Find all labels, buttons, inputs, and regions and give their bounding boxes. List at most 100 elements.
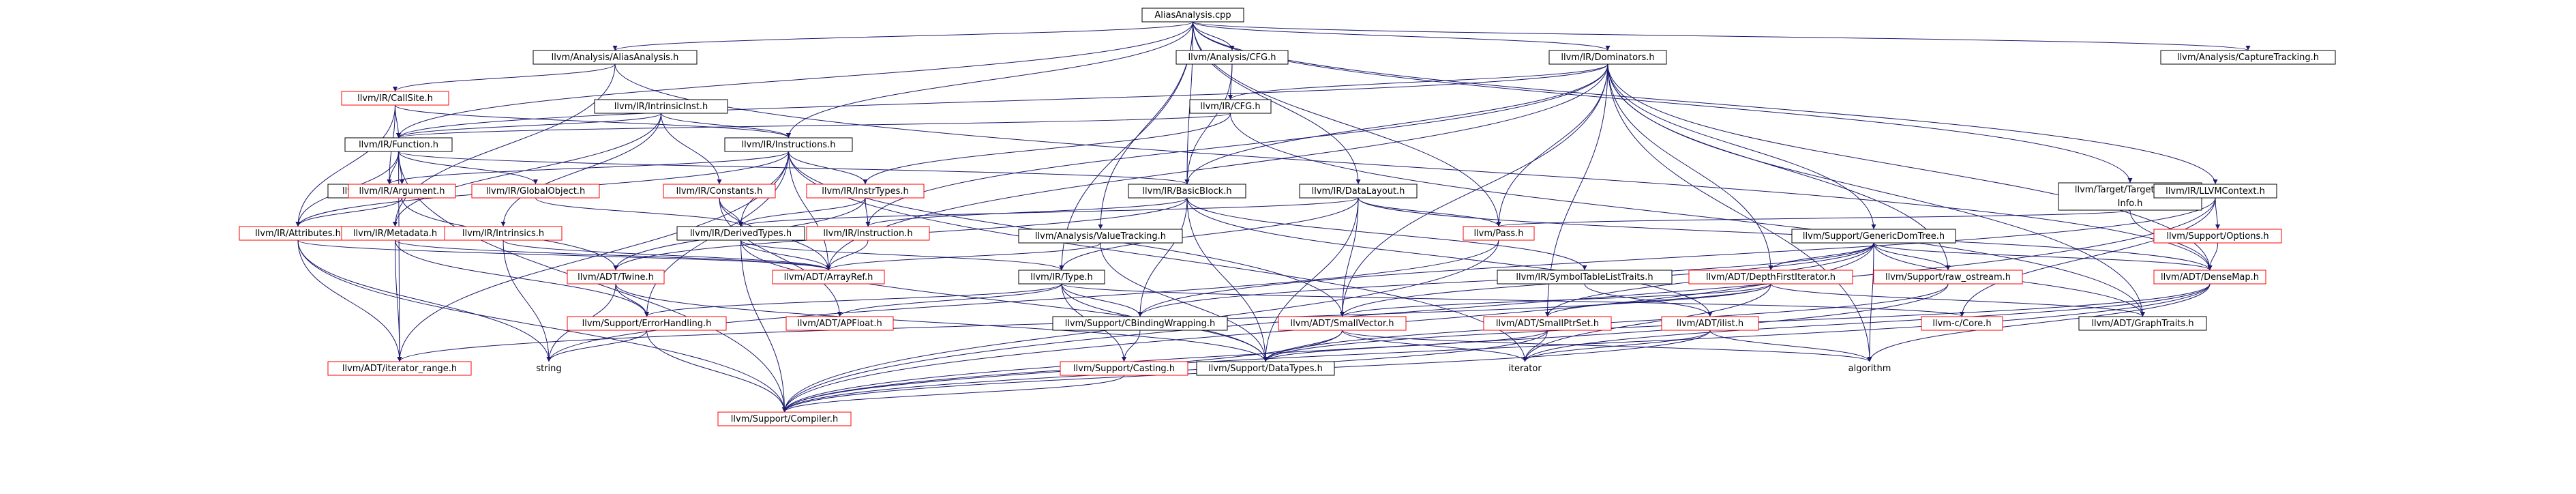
dependency-edge — [1867, 283, 2211, 362]
graph-node-box — [471, 184, 600, 199]
graph-node-argument[interactable]: llvm/IR/Argument.h — [348, 184, 456, 199]
graph-node-smallptrset[interactable]: llvm/ADT/SmallPtrSet.h — [1483, 316, 1612, 331]
graph-node-options[interactable]: llvm/Support/Options.h — [2153, 229, 2282, 244]
graph-node-apfloat[interactable]: llvm/ADT/APFloat.h — [785, 316, 894, 331]
dependency-edge — [297, 239, 831, 271]
graph-node-label: llvm/IR/Type.h — [1030, 272, 1092, 282]
dependency-edge — [500, 113, 661, 227]
graph-node-attributes[interactable]: llvm/IR/Attributes.h — [239, 226, 357, 241]
graph-node-densemap[interactable]: llvm/ADT/DenseMap.h — [2153, 270, 2266, 285]
graph-node-label: llvm/Analysis/CFG.h — [1188, 53, 1276, 63]
graph-node-function[interactable]: llvm/IR/Function.h — [344, 137, 453, 152]
dependency-edge — [865, 197, 871, 227]
graph-node-box — [1018, 270, 1105, 285]
graph-node-smallvector[interactable]: llvm/ADT/SmallVector.h — [1278, 316, 1407, 331]
dependency-edge — [295, 104, 395, 227]
dependency-edge — [398, 151, 538, 185]
graph-node-label: algorithm — [1848, 364, 1891, 374]
graph-node-constants[interactable]: llvm/IR/Constants.h — [663, 184, 776, 199]
dependency-edge — [738, 197, 1359, 227]
graph-node-box — [1688, 270, 1853, 285]
dependency-edge — [1193, 21, 2133, 184]
graph-node-box — [2153, 229, 2282, 244]
graph-node-instrtypes[interactable]: llvm/IR/InstrTypes.h — [806, 184, 925, 199]
graph-node-box — [1873, 270, 2023, 285]
graph-node-derivedtypes[interactable]: llvm/IR/DerivedTypes.h — [676, 226, 805, 241]
graph-node-dfi[interactable]: llvm/ADT/DepthFirstIterator.h — [1688, 270, 1853, 285]
graph-node-basicblock[interactable]: llvm/IR/BasicBlock.h — [1128, 184, 1246, 199]
dependency-edge — [646, 330, 787, 413]
graph-node-intrinsics[interactable]: llvm/IR/Intrinsics.h — [444, 226, 563, 241]
dependency-edge — [782, 283, 2211, 413]
dependency-edge — [782, 197, 2216, 413]
graph-node-itrange[interactable]: llvm/ADT/iterator_range.h — [327, 361, 472, 376]
dependency-edge — [788, 151, 831, 271]
dependency-edge — [865, 197, 1188, 227]
graph-node-cbinding[interactable]: llvm/Support/CBindingWrapping.h — [1052, 316, 1228, 331]
dependency-edge — [1523, 283, 1771, 362]
graph-node-datalayout[interactable]: llvm/IR/DataLayout.h — [1299, 184, 1418, 199]
dependency-edge — [297, 239, 552, 362]
dependency-edge — [1263, 330, 1343, 362]
dependency-edge — [295, 197, 402, 227]
graph-node-metadata[interactable]: llvm/IR/Metadata.h — [341, 226, 449, 241]
graph-node-intrinsicinst[interactable]: llvm/IR/IntrinsicInst.h — [594, 99, 728, 114]
dependency-edge — [740, 239, 831, 271]
graph-node-label: llvm/Support/DataTypes.h — [1208, 364, 1323, 374]
dependency-edge — [1523, 283, 2211, 362]
graph-node-graphtraits[interactable]: llvm/ADT/GraphTraits.h — [2078, 316, 2207, 331]
graph-node-dom[interactable]: llvm/IR/Dominators.h — [1548, 50, 1667, 65]
graph-node-aa[interactable]: llvm/Analysis/AliasAnalysis.h — [533, 50, 698, 65]
dependency-edge — [1497, 209, 2131, 227]
graph-node-cfg[interactable]: llvm/Analysis/CFG.h — [1175, 50, 1289, 65]
graph-node-label: llvm/IR/IntrinsicInst.h — [614, 102, 708, 112]
graph-node-ccore[interactable]: llvm-c/Core.h — [1921, 316, 2003, 331]
dependency-edge — [782, 375, 1124, 413]
graph-node-globalobject[interactable]: llvm/IR/GlobalObject.h — [471, 184, 600, 199]
graph-node-label: llvm/IR/DerivedTypes.h — [690, 229, 792, 239]
graph-node-llvmcontext[interactable]: llvm/IR/LLVMContext.h — [2153, 184, 2277, 199]
graph-node-box — [1060, 361, 1188, 376]
graph-node-datatypes[interactable]: llvm/Support/DataTypes.h — [1196, 361, 1335, 376]
graph-node-rawostream[interactable]: llvm/Support/raw_ostream.h — [1873, 270, 2023, 285]
graph-node-pass[interactable]: llvm/Pass.h — [1463, 226, 1535, 241]
graph-node-arrayref[interactable]: llvm/ADT/ArrayRef.h — [772, 270, 885, 285]
graph-node-twine[interactable]: llvm/ADT/Twine.h — [567, 270, 665, 285]
dependency-edge — [387, 151, 789, 185]
graph-node-instruction[interactable]: llvm/IR/Instruction.h — [806, 226, 930, 241]
graph-node-root[interactable]: AliasAnalysis.cpp — [1141, 8, 1244, 23]
graph-node-ircfg[interactable]: llvm/IR/CFG.h — [1189, 99, 1272, 114]
graph-node-instructions[interactable]: llvm/IR/Instructions.h — [724, 137, 853, 152]
graph-node-type[interactable]: llvm/IR/Type.h — [1018, 270, 1105, 285]
graph-node-errorhandling[interactable]: llvm/Support/ErrorHandling.h — [567, 316, 727, 331]
graph-node-gendomtree[interactable]: llvm/Support/GenericDomTree.h — [1791, 229, 1956, 244]
graph-node-label: llvm/Analysis/AliasAnalysis.h — [552, 53, 679, 63]
graph-node-label: llvm/IR/SymbolTableListTraits.h — [1516, 272, 1653, 282]
dependency-edge — [396, 113, 1231, 139]
dependency-edge — [398, 151, 1190, 185]
dependency-edge — [503, 239, 831, 271]
graph-node-label: llvm/ADT/Twine.h — [578, 272, 654, 282]
dependency-edge — [1193, 21, 2218, 185]
dependency-edge — [1228, 63, 1608, 100]
graph-node-label: llvm/Support/Casting.h — [1073, 364, 1175, 374]
dependency-edge — [1061, 283, 1143, 317]
graph-node-ilist[interactable]: llvm/ADT/ilist.h — [1661, 316, 1759, 331]
dependency-edge — [1184, 63, 1608, 185]
dependency-edge — [1193, 21, 2250, 51]
graph-node-valuetracking[interactable]: llvm/Analysis/ValueTracking.h — [1018, 229, 1183, 244]
dependency-edge — [615, 283, 649, 317]
graph-node-box — [348, 184, 456, 199]
graph-node-box — [1661, 316, 1759, 331]
graph-node-box — [1278, 316, 1407, 331]
graph-node-compiler[interactable]: llvm/Support/Compiler.h — [717, 411, 852, 426]
dependency-edge — [1263, 330, 1548, 362]
graph-node-box — [344, 137, 453, 152]
graph-node-capt[interactable]: llvm/Analysis/CaptureTracking.h — [2160, 50, 2336, 65]
graph-node-callsite[interactable]: llvm/IR/CallSite.h — [341, 91, 449, 106]
graph-node-symtab[interactable]: llvm/IR/SymbolTableListTraits.h — [1497, 270, 1673, 285]
graph-node-label: llvm/IR/Intrinsics.h — [462, 229, 544, 239]
dependency-edge — [719, 197, 842, 317]
graph-node-casting[interactable]: llvm/Support/Casting.h — [1060, 361, 1188, 376]
